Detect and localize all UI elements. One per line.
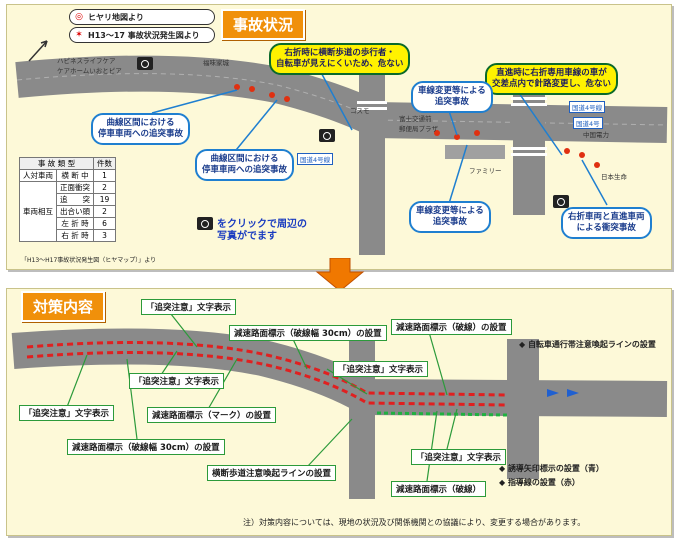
label-crosswalk-line: 横断歩道注意喚起ラインの設置 bbox=[207, 465, 337, 481]
down-arrow-icon bbox=[315, 258, 365, 292]
road-sign-2: 国道4号線 bbox=[569, 101, 606, 113]
legend-guide-arrow: ◆ 誘導矢印標示の設置（青） bbox=[499, 464, 604, 473]
callout-lane-change-2: 車線変更等による 追突事故 bbox=[409, 201, 491, 233]
place-electric: 中国電力 bbox=[583, 131, 609, 139]
table-header-type: 事 故 類 型 bbox=[19, 157, 94, 170]
legend-guide-line: ◆ 指導線の設置（赤） bbox=[499, 478, 580, 487]
map-legend-top: ◎ヒヤリ地図より ✶H13～17 事故状況発生図より bbox=[69, 9, 215, 45]
place-shop: 福味家城 bbox=[203, 59, 229, 67]
label-rear-end-caution-2: 「追突注意」文字表示 bbox=[129, 373, 225, 389]
label-decel-dashed-30cm-1: 減速路面標示（破線幅 30cm）の設置 bbox=[229, 325, 387, 341]
place-family: ファミリー bbox=[469, 167, 502, 175]
camera-icon[interactable] bbox=[553, 195, 569, 208]
table-header-count: 件数 bbox=[93, 157, 116, 170]
road-map-bottom bbox=[11, 308, 668, 499]
place-fuji: 富士交通前 郵便局プラザ bbox=[399, 115, 438, 133]
camera-icon[interactable] bbox=[137, 57, 153, 70]
label-decel-mark: 減速路面標示（マーク）の設置 bbox=[147, 407, 277, 423]
place-mall: ハピネスライフケア ケアホームいおとピア bbox=[57, 57, 122, 75]
callout-curve-rear-end-2: 曲線区間における 停車車両への追突事故 bbox=[195, 149, 295, 181]
label-rear-end-caution-4: 「追突注意」文字表示 bbox=[333, 361, 429, 377]
legend-bike-lane: ◆ 自転車通行帯注意喚起ラインの設置 bbox=[519, 340, 656, 349]
table-source: 「H13～H17事故状況発生図（ヒヤマップ）」より bbox=[21, 257, 157, 264]
label-rear-end-caution-5: 「追突注意」文字表示 bbox=[411, 449, 507, 465]
road-sign-3: 国道4号 bbox=[573, 117, 603, 129]
accident-status-panel: 事故状況 ◎ヒヤリ地図より ✶H13～17 事故状況発生図より ハピネスライフケ… bbox=[6, 4, 672, 270]
callout-curve-rear-end-1: 曲線区間における 停車車両への追突事故 bbox=[91, 113, 191, 145]
label-rear-end-caution-3: 「追突注意」文字表示 bbox=[19, 405, 115, 421]
road-sign-1: 国道4号線 bbox=[297, 153, 334, 165]
place-insurance: 日本生命 bbox=[601, 173, 627, 181]
callout-right-turn-hazard: 右折時に横断歩道の歩行者・ 自転車が見えにくいため、危ない bbox=[269, 43, 411, 75]
panel-title-top: 事故状況 bbox=[221, 9, 306, 40]
callout-lane-change-hazard: 直進時に右折専用車線の車が 交差点内で針路変更し、危ない bbox=[485, 63, 619, 95]
camera-hint: をクリックで周辺の 写真がでます bbox=[217, 219, 307, 242]
countermeasure-panel: 対策内容 「追突注意」文字表示 減速路面標示（破線幅 30cm）の設置 減速路面… bbox=[6, 288, 672, 536]
label-rear-end-caution-1: 「追突注意」文字表示 bbox=[141, 299, 237, 315]
legend-near-miss: ◎ヒヤリ地図より bbox=[69, 9, 215, 25]
callout-right-turn-collision: 右折車両と直進車両 による衝突事故 bbox=[561, 207, 652, 239]
place-cosmo: コスモ bbox=[350, 107, 370, 115]
panel-title-bottom: 対策内容 bbox=[21, 291, 106, 322]
label-decel-dashed-30cm-2: 減速路面標示（破線幅 30cm）の設置 bbox=[67, 439, 225, 455]
label-decel-dashed-2: 減速路面標示（破線） bbox=[391, 481, 487, 497]
accident-icon: ✶ bbox=[75, 30, 83, 40]
label-decel-dashed-1: 減速路面標示（破線）の設置 bbox=[391, 319, 512, 335]
footnote: 注）対策内容については、現地の状況及び関係機関との協議により、変更する場合があり… bbox=[243, 518, 586, 527]
callout-lane-change-1: 車線変更等による 追突事故 bbox=[411, 81, 493, 113]
camera-icon[interactable] bbox=[319, 129, 335, 142]
near-miss-icon: ◎ bbox=[75, 12, 83, 22]
camera-icon bbox=[197, 217, 213, 230]
legend-accident: ✶H13～17 事故状況発生図より bbox=[69, 27, 215, 43]
